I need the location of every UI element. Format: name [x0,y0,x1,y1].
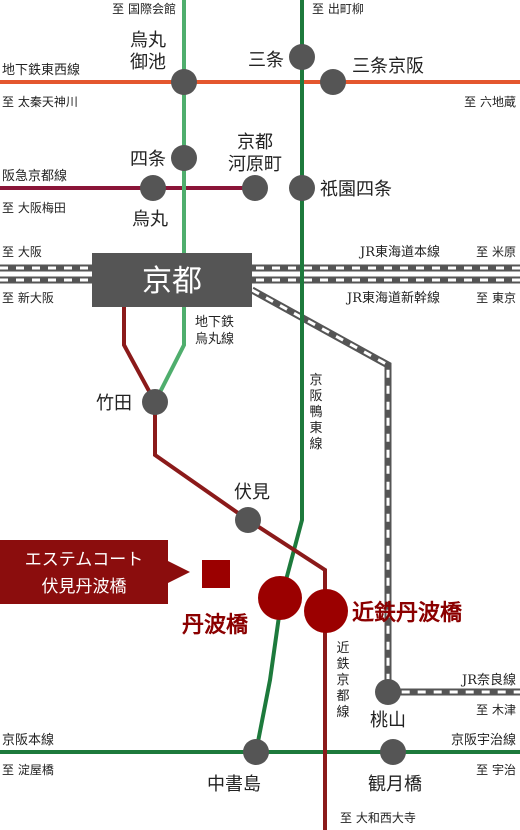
station-label-kintetsu-tambabashi: 近鉄丹波橋 [352,600,463,626]
line-label-kintetsu-kyoto: 近 鉄 京 都 線 [336,641,349,720]
property-callout: エステムコート 伏見丹波橋 [0,540,190,604]
station-label-kyoto-kawaramachi-2: 河原町 [228,154,282,175]
station-label-sanjo-keihan: 三条京阪 [352,56,424,77]
station-label-karasuma: 烏丸 [132,209,168,230]
line-label-jr-shinkansen: JR東海道新幹線 [345,290,440,306]
station-dot-shijo[interactable] [171,145,197,171]
station-label-tambabashi: 丹波橋 [182,612,249,638]
station-label-karasuma-oike-1: 烏丸 [130,30,166,51]
major-station-dot-tambabashi[interactable] [258,576,302,620]
direction-yamato-saidaiji: 至 大和西大寺 [340,811,416,825]
line-label-keihan-oto: 京 阪 鴨 東 線 [309,373,322,452]
station-label-momoyama: 桃山 [370,710,406,731]
svg-text:阪: 阪 [309,389,322,404]
station-dot-karasuma[interactable] [140,175,166,201]
station-label-kyoto: 京都 [142,264,202,299]
kyoto-station-box[interactable] [92,253,252,307]
station-label-gion-shijo: 祇園四条 [320,179,392,200]
direction-demachiyanagi: 至 出町柳 [312,2,364,16]
svg-text:都: 都 [336,689,349,704]
direction-maibara: 至 米原 [476,245,516,259]
svg-text:近: 近 [336,641,349,656]
line-label-jr-tokaido: JR東海道本線 [358,244,440,260]
direction-uji: 至 宇治 [476,763,516,777]
station-dot-gion-shijo[interactable] [289,175,315,201]
station-dot-sanjo[interactable] [289,44,315,70]
direction-uzumasa: 至 太秦天神川 [2,94,78,109]
svg-text:線: 線 [309,436,322,452]
station-label-takeda: 竹田 [96,393,132,414]
direction-tokyo: 至 東京 [476,291,516,305]
svg-text:東: 東 [309,420,322,436]
station-label-sanjo: 三条 [248,50,284,71]
line-label-hankyu: 阪急京都線 [2,168,67,184]
station-dot-kyoto-kawaramachi[interactable] [242,175,268,201]
svg-text:線: 線 [336,704,349,720]
direction-yodoyabashi: 至 淀屋橋 [2,763,54,777]
property-name-line2: 伏見丹波橋 [42,577,127,597]
line-label-keihan-main: 京阪本線 [2,732,54,748]
keihan-oto-line [254,0,304,753]
line-label-jr-nara: JR奈良線 [460,672,516,688]
jr-nara-line [250,286,520,696]
station-dot-sanjo-keihan[interactable] [320,69,346,95]
property-marker-square [202,560,230,588]
major-station-dot-kintetsu-tambabashi[interactable] [304,589,348,633]
station-dot-chushojima[interactable] [243,739,269,765]
station-label-shijo: 四条 [130,149,166,170]
station-dot-takeda[interactable] [142,389,168,415]
kintetsu-kyoto-line [122,300,327,830]
line-label-tozai: 地下鉄東西線 [2,62,80,78]
jr-tokaido-line [0,264,520,284]
direction-osaka: 至 大阪 [2,245,42,259]
direction-kizu: 至 木津 [476,703,516,717]
property-name-line1: エステムコート [25,550,144,570]
station-dot-fushimi[interactable] [235,507,261,533]
line-label-karasuma-1: 地下鉄 [195,315,234,330]
direction-kokusai-kaikan: 至 国際会館 [112,1,176,16]
station-label-kangetsukyo: 観月橋 [368,774,422,795]
svg-text:京: 京 [309,373,322,388]
station-dot-karasuma-oike[interactable] [171,69,197,95]
station-dot-kangetsukyo[interactable] [380,739,406,765]
station-label-kyoto-kawaramachi-1: 京都 [237,132,273,153]
line-label-karasuma-2: 烏丸線 [195,331,234,347]
svg-text:京: 京 [336,673,349,688]
direction-shin-osaka: 至 新大阪 [2,290,54,305]
svg-text:鴨: 鴨 [309,405,322,420]
line-label-keihan-uji: 京阪宇治線 [451,732,516,748]
svg-text:鉄: 鉄 [336,657,349,672]
station-label-fushimi: 伏見 [234,482,270,503]
station-dot-momoyama[interactable] [375,679,401,705]
station-label-karasuma-oike-2: 御池 [130,52,166,73]
direction-osaka-umeda: 至 大阪梅田 [2,200,66,215]
direction-rokujizo: 至 六地蔵 [464,95,516,109]
station-label-chushojima: 中書島 [207,774,261,795]
callout-arrow [166,560,190,584]
karasuma-line [153,0,186,403]
